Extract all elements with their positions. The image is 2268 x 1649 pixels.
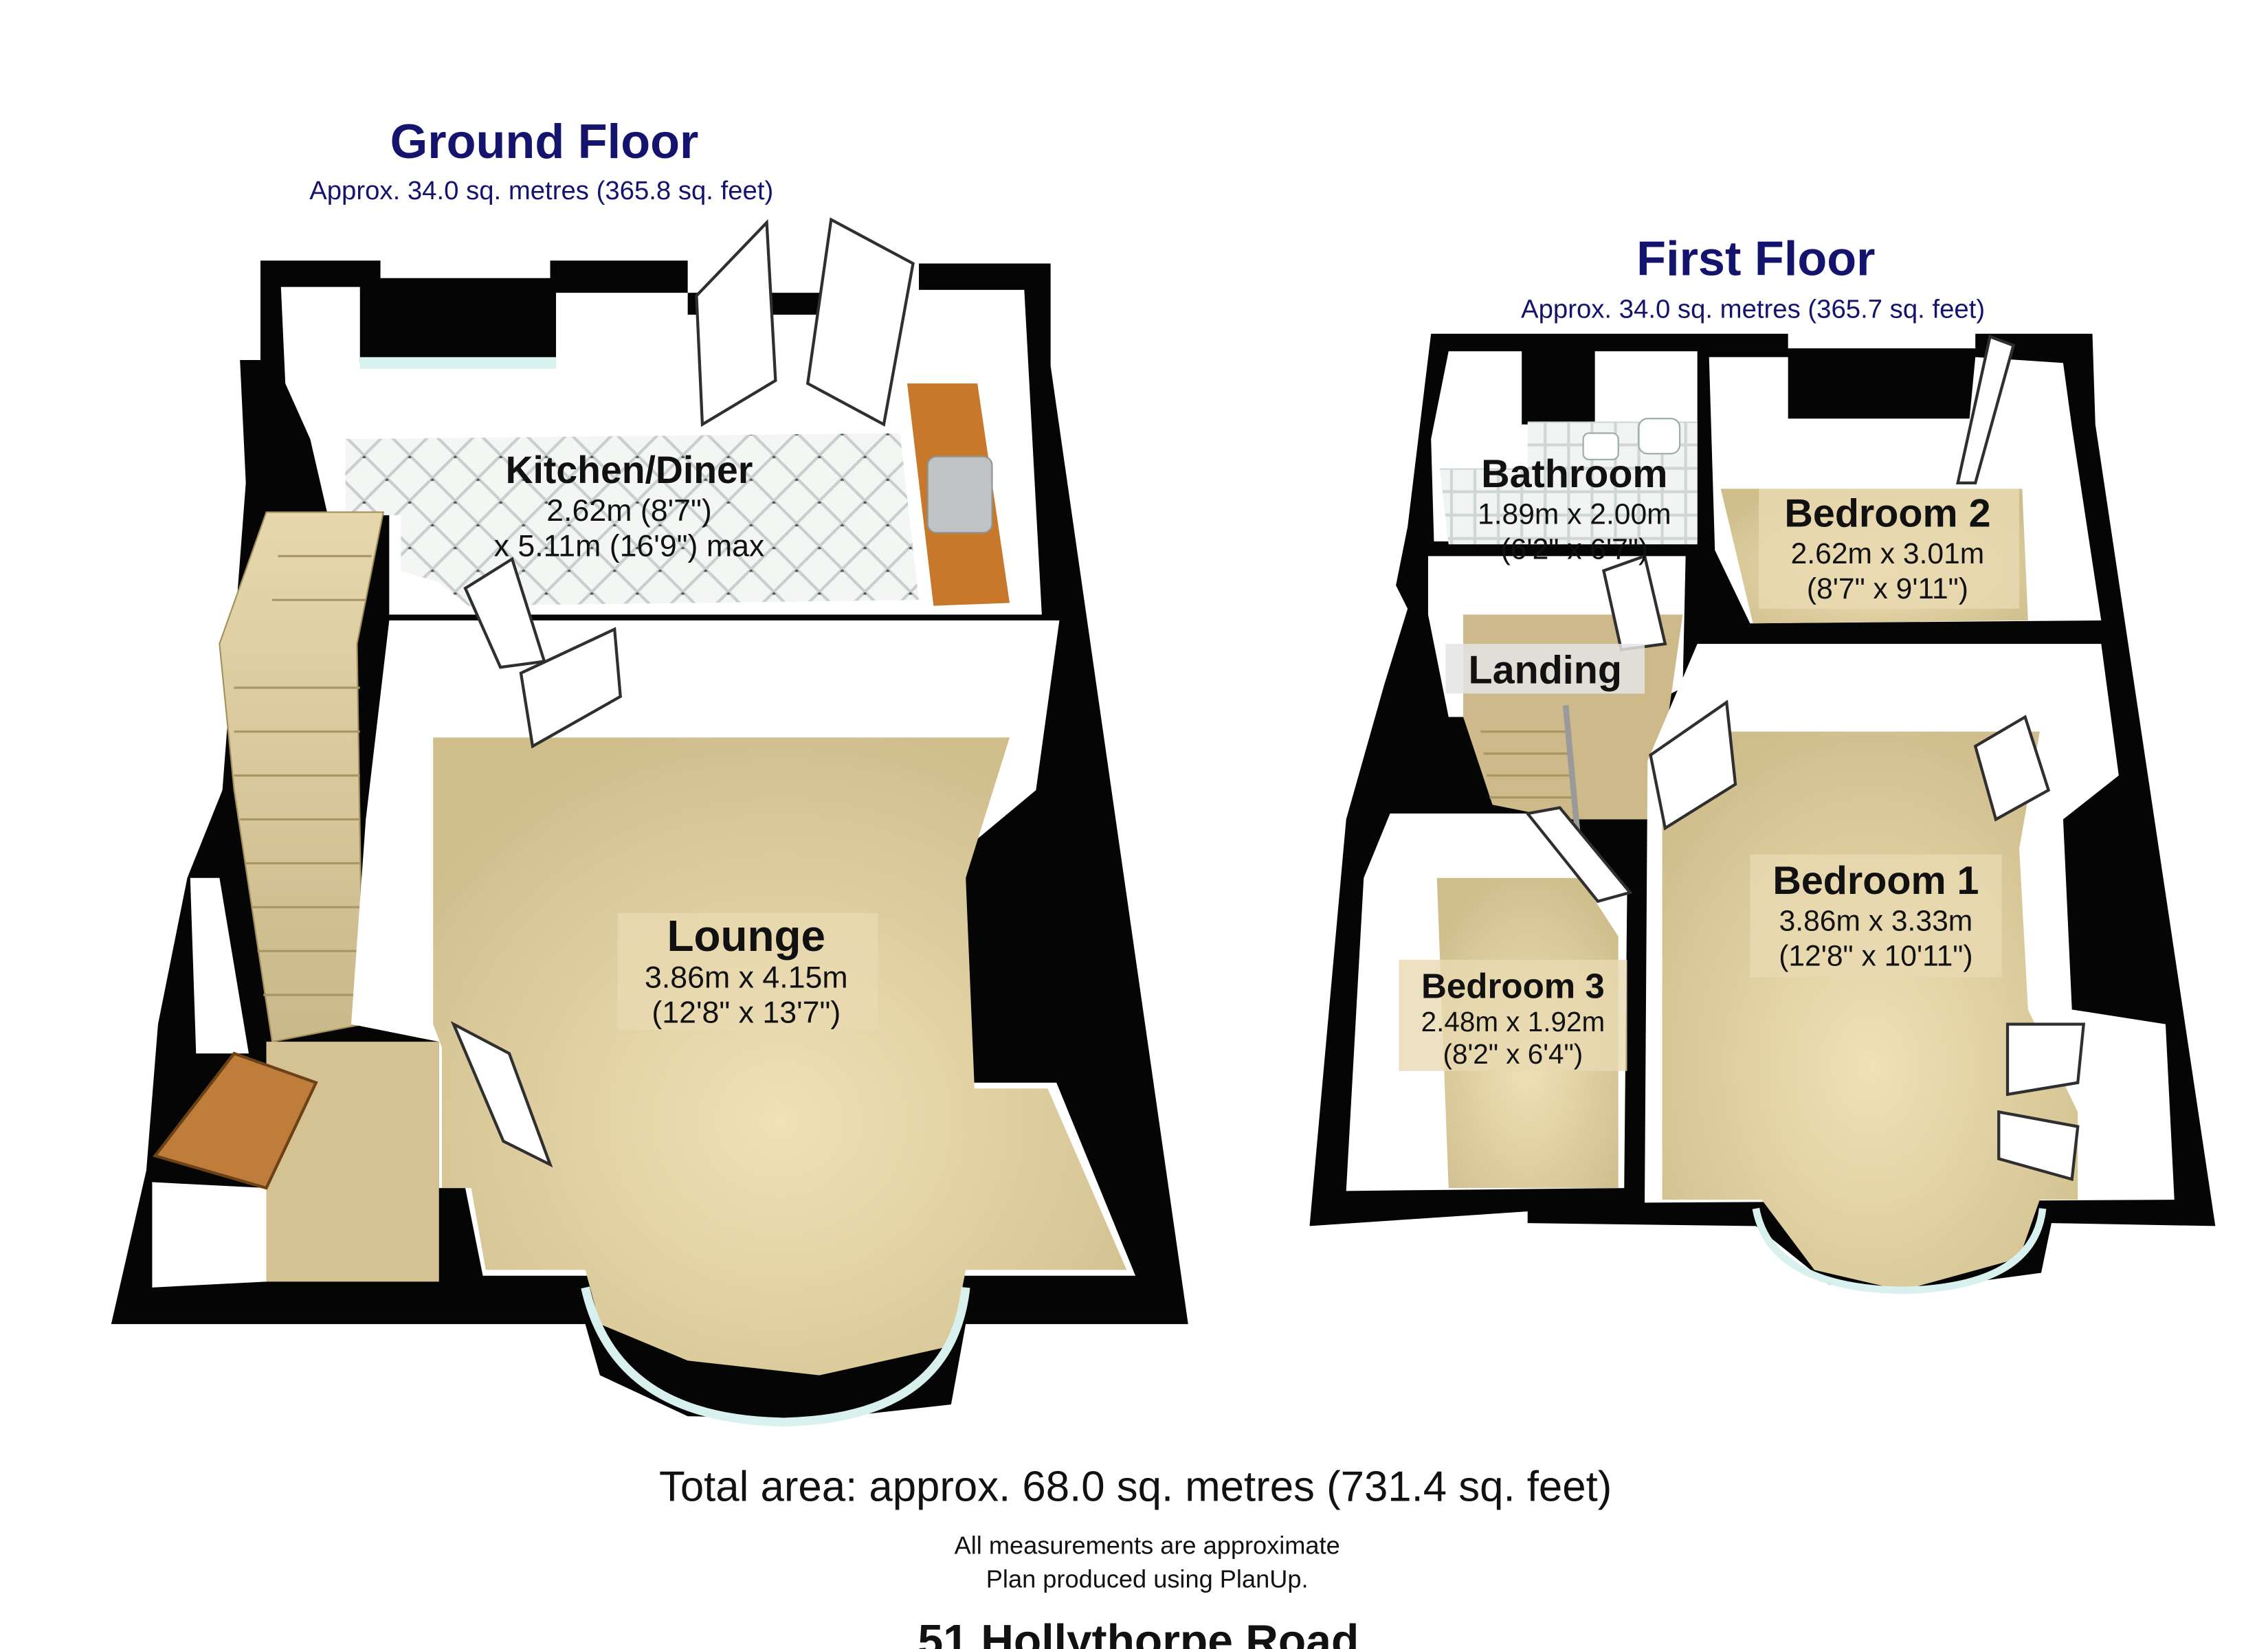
total-area: Total area: approx. 68.0 sq. metres (731… — [659, 1463, 1612, 1511]
ground-floor-area: Approx. 34.0 sq. metres (365.8 sq. feet) — [309, 176, 773, 205]
room-label-bedroom-1: Bedroom 1 3.86m x 3.33m (12'8" x 10'11") — [1750, 854, 2002, 978]
room-dimension: 2.62m (8'7") — [546, 494, 711, 528]
room-name: Landing — [1469, 649, 1622, 693]
bedroom-1-bay-window — [1752, 1207, 2047, 1294]
room-label-bedroom-3: Bedroom 3 2.48m x 1.92m (8'2" x 6'4") — [1399, 959, 1627, 1071]
room-dimension: 2.48m x 1.92m — [1421, 1006, 1605, 1037]
bathroom-floor — [1439, 421, 1698, 545]
wardrobe-door — [1997, 1110, 2080, 1182]
wardrobe-door — [1955, 335, 2016, 484]
room-label-landing: Landing — [1445, 644, 1645, 694]
wardrobe-door — [1973, 715, 2051, 822]
room-name: Bedroom 2 — [1784, 492, 1990, 536]
landing-stairs — [1480, 730, 1575, 799]
property-address: 51 Hollythorpe Road — [918, 1615, 1359, 1649]
front-door — [153, 1051, 318, 1190]
room-dimension: (6'2" x 6'7") — [1501, 533, 1649, 566]
hall-door — [450, 1020, 553, 1168]
lounge-door — [519, 627, 622, 749]
kitchen-door — [463, 557, 546, 669]
room-dimension: (8'2" x 6'4") — [1443, 1038, 1583, 1070]
first-floor-area: Approx. 34.0 sq. metres (365.7 sq. feet) — [1521, 294, 1985, 324]
wardrobe-door — [2005, 1022, 2086, 1097]
ground-floor-plan — [111, 217, 1188, 1427]
patio-door-right — [805, 217, 915, 427]
toilet — [1638, 418, 1681, 455]
room-name: Bathroom — [1481, 452, 1667, 496]
measurement-note: All measurements are approximate — [955, 1531, 1340, 1559]
hall-floor — [266, 1042, 439, 1282]
room-name: Bedroom 3 — [1421, 966, 1605, 1005]
room-name: Lounge — [667, 911, 826, 961]
kitchen-sink — [926, 456, 993, 534]
basin — [1582, 432, 1619, 460]
lounge-floor — [433, 737, 1127, 1376]
room-dimension: 2.62m x 3.01m — [1791, 537, 1985, 570]
window — [359, 357, 557, 369]
room-label-bedroom-2: Bedroom 2 2.62m x 3.01m (8'7" x 9'11") — [1759, 489, 2020, 609]
room-dimension: (12'8" x 10'11") — [1779, 939, 1972, 972]
room-dimension: 1.89m x 2.00m — [1478, 497, 1671, 530]
stair-treads — [234, 554, 372, 996]
staircase — [219, 511, 385, 1043]
bedroom-3-door — [1524, 806, 1633, 904]
room-name: Bedroom 1 — [1772, 859, 1979, 903]
bedroom-1-door — [1649, 699, 1737, 831]
room-label-kitchen-diner: Kitchen/Diner 2.62m (8'7") x 5.11m (16'9… — [494, 449, 765, 563]
room-dimension: (8'7" x 9'11") — [1807, 572, 1968, 605]
first-floor-plan — [1309, 333, 2216, 1294]
first-floor-title: First Floor — [1636, 232, 1875, 286]
kitchen-floor — [345, 433, 920, 606]
lounge-bay-window — [581, 1286, 970, 1427]
room-dimension: (12'8" x 13'7") — [652, 996, 841, 1029]
room-dimension: 3.86m x 4.15m — [645, 961, 848, 994]
ground-floor-title: Ground Floor — [390, 114, 699, 168]
room-dimension: 3.86m x 3.33m — [1779, 904, 1973, 937]
plan-credit: Plan produced using PlanUp. — [986, 1564, 1309, 1593]
room-dimension: x 5.11m (16'9") max — [494, 529, 765, 563]
room-label-lounge: Lounge 3.86m x 4.15m (12'8" x 13'7") — [617, 911, 878, 1031]
patio-door-left — [695, 218, 777, 427]
room-name: Kitchen/Diner — [506, 449, 753, 491]
room-label-bathroom: Bathroom 1.89m x 2.00m (6'2" x 6'7") — [1478, 452, 1671, 565]
bathroom-door — [1601, 554, 1667, 651]
